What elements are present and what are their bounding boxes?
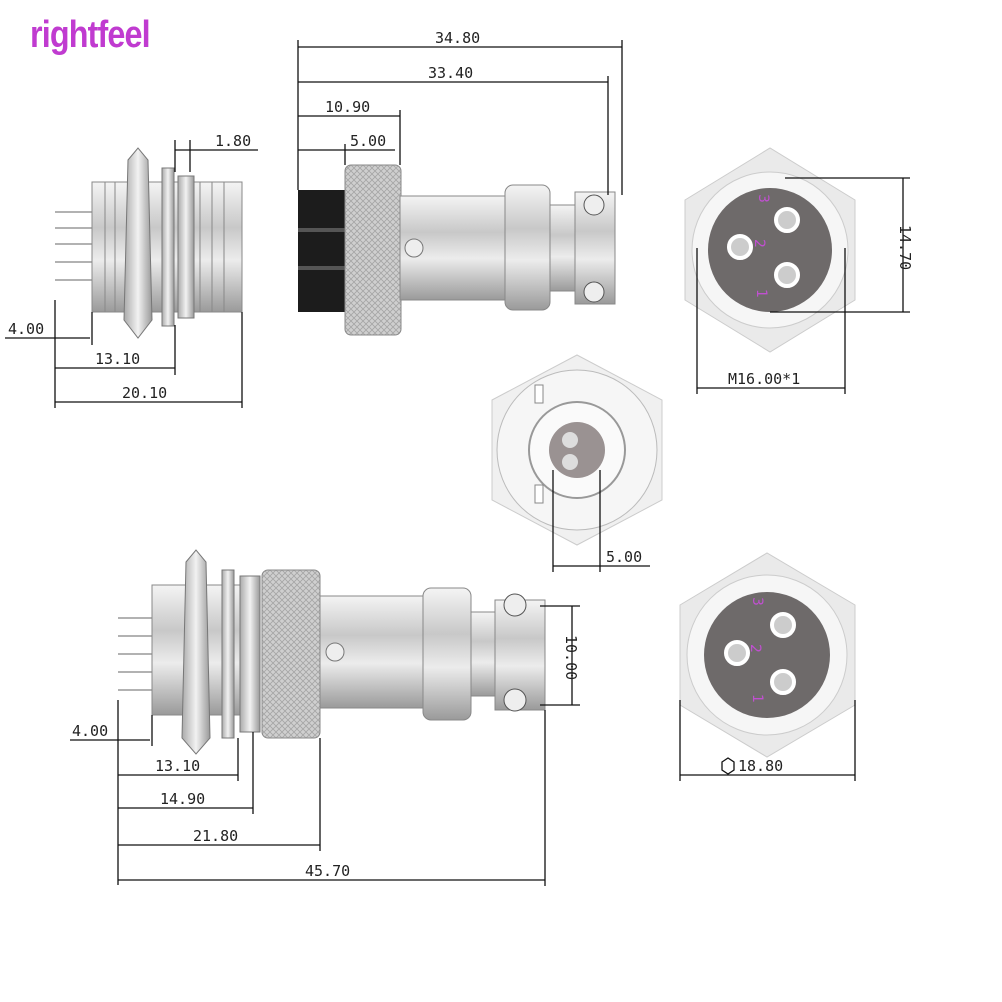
dim-hex-18-80: 18.80: [738, 757, 783, 775]
pin-label-2-bottom: 2: [747, 644, 763, 653]
dim-body-13-10: 13.10: [95, 350, 140, 368]
dim-knurl-10-90: 10.90: [325, 98, 370, 116]
dim-cap-5-00: 5.00: [350, 132, 386, 150]
dim-key-5-00: 5.00: [606, 548, 642, 566]
dim-overall-34-80: 34.80: [435, 29, 480, 47]
dim-14-90: 14.90: [160, 790, 205, 808]
assembled-side-view: [118, 549, 546, 755]
dim-total-20-10: 20.10: [122, 384, 167, 402]
pin-label-3: 3: [755, 194, 771, 203]
dim-pin-4-00-bottom: 4.00: [72, 722, 108, 740]
pin-label-3-bottom: 3: [749, 597, 765, 606]
side-view-dimension-lines: [5, 140, 258, 408]
hex-symbol-icon: [721, 757, 735, 775]
dim-21-80: 21.80: [193, 827, 238, 845]
dim-pin-4-00: 4.00: [8, 320, 44, 338]
pin-label-1-bottom: 1: [749, 694, 765, 703]
dim-45-70: 45.70: [305, 862, 350, 880]
brand-logo: rightfeel: [30, 14, 151, 56]
pin-label-1: 1: [753, 289, 769, 298]
plug-dimension-lines: [297, 40, 623, 195]
dim-13-10-bottom: 13.10: [155, 757, 200, 775]
dim-flange-1-80: 1.80: [215, 132, 251, 150]
dim-thread-m16: M16.00*1: [728, 370, 800, 388]
plug-front-view: [491, 354, 663, 546]
front-view-dimension-lines: [552, 470, 650, 572]
dim-height-14-70: 14.70: [896, 225, 914, 270]
dim-cable-10-00: 10.00: [562, 635, 580, 680]
socket-face-top-dimension-lines: [696, 177, 910, 394]
assembled-dimension-lines: [70, 605, 580, 886]
dim-body-33-40: 33.40: [428, 64, 473, 82]
panel-socket-side-view: [55, 147, 243, 339]
pin-label-2: 2: [751, 239, 767, 248]
plug-side-view: [298, 164, 616, 336]
socket-face-top: 3 2 1: [684, 147, 856, 353]
socket-face-bottom: 3 2 1: [679, 552, 856, 758]
socket-face-bottom-dimension-lines: [679, 700, 856, 781]
